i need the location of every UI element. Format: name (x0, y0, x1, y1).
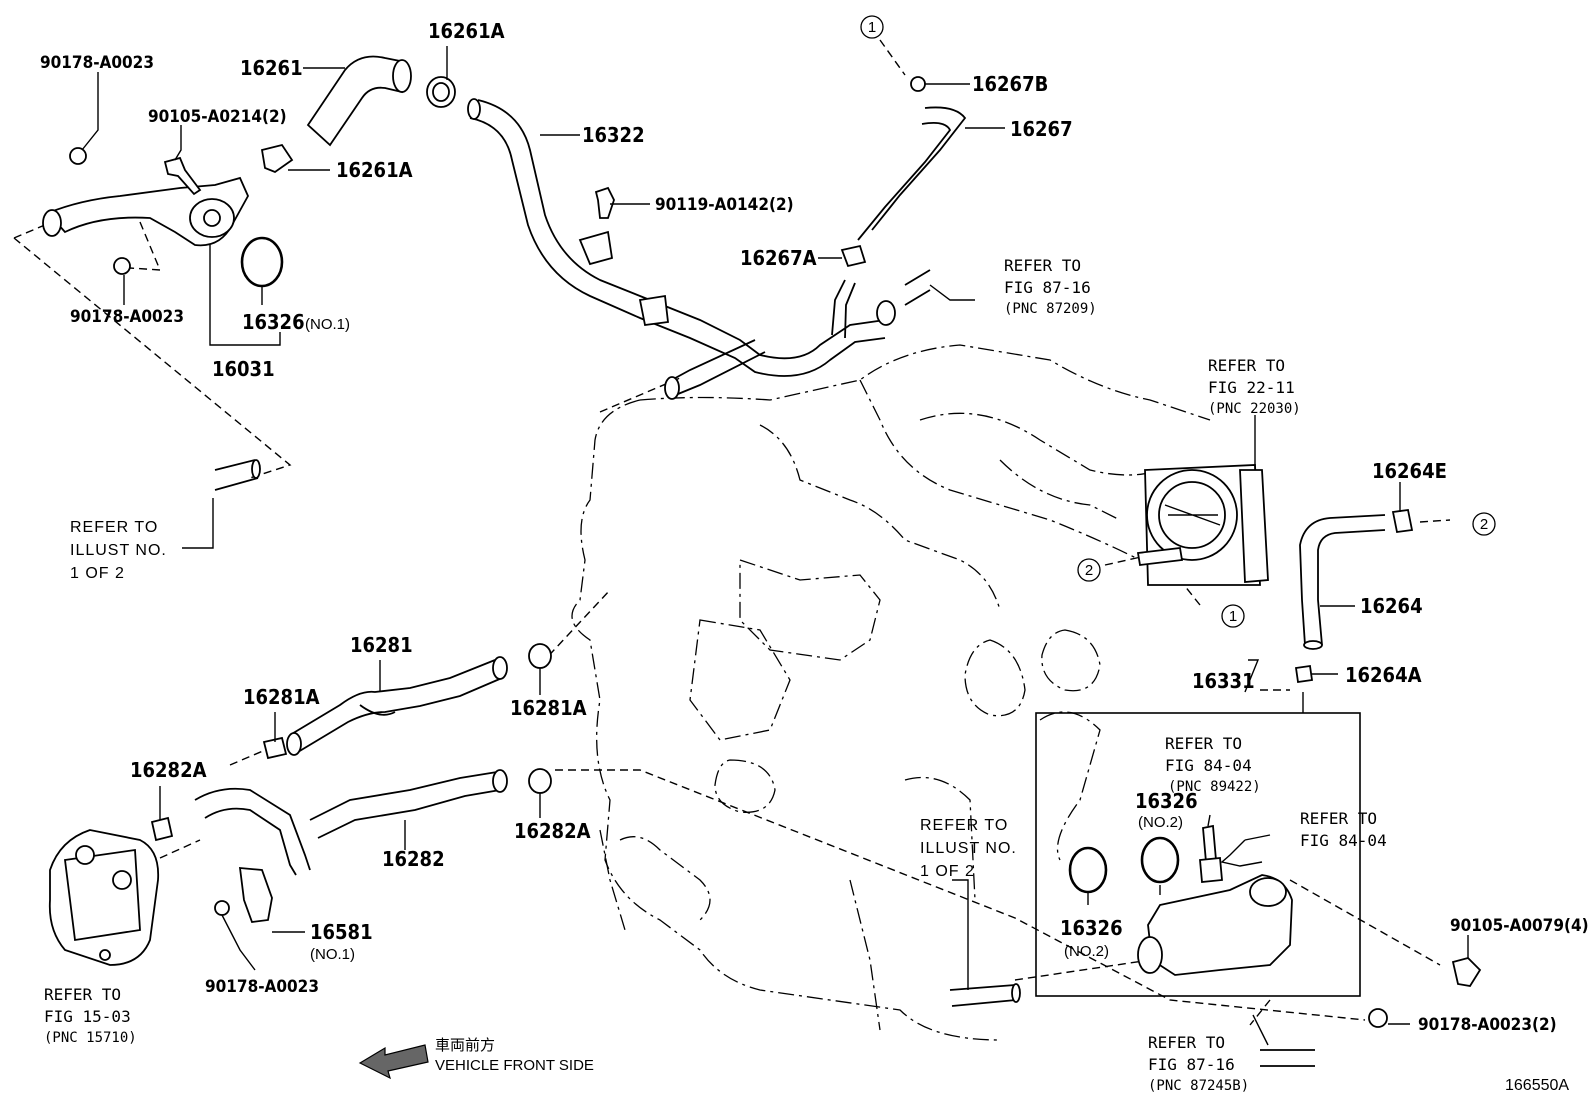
part-labels: 90178-A0023 90105-A0214(2) 16261 16261A … (40, 19, 1589, 1035)
callout-circles: 1 2 1 2 (860, 15, 1496, 628)
nut-90178-a0023-ml (113, 257, 131, 275)
clamp-16264a (1294, 664, 1314, 684)
ref-fig-87-16-b-l1: REFER TO (1148, 1033, 1225, 1052)
front-arrow-icon (358, 1044, 429, 1080)
direction-kanji: 車両前方 (435, 1037, 495, 1054)
callout-2-right: 2 (1480, 516, 1488, 533)
label-16326-no2-a-qty: (NO.2) (1138, 814, 1183, 831)
label-16031: 16031 (212, 357, 275, 381)
direction-text: VEHICLE FRONT SIDE (435, 1057, 594, 1074)
illustration-id: 166550A (1505, 1077, 1569, 1094)
label-16261a-top: 16261A (428, 19, 505, 43)
ref-fig-87-16-a-l2: FIG 87-16 (1004, 278, 1091, 297)
label-16326-no2-b: 16326 (1060, 916, 1123, 940)
ref-fig-84-04-b-l2: FIG 84-04 (1300, 831, 1387, 850)
clamp-16261a-mid (260, 143, 294, 174)
bracket-16581 (238, 867, 273, 923)
label-16282a-r: 16282A (514, 819, 591, 843)
ref-illust-mid-l3: 1 OF 2 (920, 863, 975, 880)
label-16264: 16264 (1360, 594, 1423, 618)
vehicle-front-indicator: 車両前方 VEHICLE FRONT SIDE (358, 1037, 594, 1080)
label-90105-a0214: 90105-A0214(2) (148, 107, 287, 127)
label-16326-no1: 16326 (242, 310, 305, 334)
label-16261a-mid: 16261A (336, 158, 413, 182)
sensor (1202, 824, 1217, 864)
ref-fig-87-16-a-l1: REFER TO (1004, 256, 1081, 275)
label-16267: 16267 (1010, 117, 1073, 141)
ref-fig-87-16-a-l3: (PNC 87209) (1004, 301, 1097, 317)
label-90178-a0023-tl: 90178-A0023 (40, 53, 154, 73)
ref-fig-87-16-b-l3: (PNC 87245B) (1148, 1078, 1249, 1094)
clamp-16281a-l (262, 736, 288, 760)
label-16282: 16282 (382, 847, 445, 871)
label-16281: 16281 (350, 633, 413, 657)
label-90105-a0079: 90105-A0079(4) (1450, 916, 1589, 936)
label-16581: 16581 (310, 920, 373, 944)
callout-2-left: 2 (1085, 562, 1093, 579)
label-16264e: 16264E (1372, 459, 1447, 483)
bolt-90119 (594, 186, 615, 219)
oil-cooler (48, 829, 160, 966)
label-16281a-l: 16281A (243, 685, 320, 709)
label-16264a: 16264A (1345, 663, 1422, 687)
ref-illust-left-l3: 1 OF 2 (70, 565, 125, 582)
label-90178-a0023-2: 90178-A0023(2) (1418, 1015, 1557, 1035)
clamp-16267a (840, 244, 867, 268)
nut-90178-a0023-tl (69, 147, 87, 165)
label-16281a-r: 16281A (510, 696, 587, 720)
ref-fig-15-03-l2: FIG 15-03 (44, 1007, 131, 1026)
nut-90178-a0023-bl (214, 900, 230, 916)
ref-fig-15-03-l1: REFER TO (44, 985, 121, 1004)
reference-notes: REFER TO FIG 87-16 (PNC 87209) REFER TO … (44, 256, 1387, 1094)
label-90178-a0023-bl: 90178-A0023 (205, 977, 319, 997)
label-16326-no2-b-qty: (NO.2) (1064, 943, 1109, 960)
label-16581-qty: (NO.1) (310, 946, 355, 963)
ref-fig-84-04-a-l1: REFER TO (1165, 734, 1242, 753)
ref-fig-84-04-b-l1: REFER TO (1300, 809, 1377, 828)
ref-fig-84-04-a-l2: FIG 84-04 (1165, 756, 1252, 775)
clamp-16282a-l (150, 816, 174, 842)
clamp-16264e (1391, 508, 1414, 534)
ref-illust-left-l2: ILLUST NO. (70, 542, 167, 559)
engine-outline (571, 344, 1211, 1041)
ref-fig-84-04-a-l3: (PNC 89422) (1168, 779, 1261, 795)
gasket-16326-no1 (240, 236, 284, 288)
callout-1-right: 1 (1229, 608, 1237, 625)
ref-illust-mid-l2: ILLUST NO. (920, 840, 1017, 857)
label-90119: 90119-A0142(2) (655, 195, 794, 215)
hose-16281 (289, 659, 496, 736)
ref-fig-22-11-l3: (PNC 22030) (1208, 401, 1301, 417)
label-16331: 16331 (1192, 669, 1255, 693)
ref-fig-87-16-b-l2: FIG 87-16 (1148, 1055, 1235, 1074)
label-16326-no2-a: 16326 (1135, 789, 1198, 813)
hose-16282 (194, 787, 311, 871)
label-16326-no1-qty: (NO.1) (305, 316, 350, 333)
label-16267a: 16267A (740, 246, 817, 270)
hose-16264 (1299, 514, 1386, 646)
hose-16267 (871, 106, 967, 231)
hose-16261 (306, 55, 406, 147)
inset-box (1035, 712, 1361, 997)
label-90178-a0023-ml: 90178-A0023 (70, 307, 184, 327)
bolt-90105-a0214 (163, 156, 202, 196)
bolt-90105-a0079 (1451, 956, 1482, 987)
pipe-16322 (477, 99, 886, 360)
ref-fig-15-03-l3: (PNC 15710) (44, 1030, 137, 1046)
nut-90178-a0023-2 (1368, 1008, 1388, 1028)
ref-illust-mid-l1: REFER TO (920, 817, 1008, 834)
parts-illustrations (42, 55, 1482, 1067)
label-16261: 16261 (240, 56, 303, 80)
clamp-16282a-r (528, 768, 552, 794)
clamp-16281a-r (528, 643, 552, 669)
throttle-body (1136, 464, 1269, 586)
label-16282a-l: 16282A (130, 758, 207, 782)
label-16267b: 16267B (972, 72, 1048, 96)
label-16322: 16322 (582, 123, 645, 147)
ref-fig-22-11-l1: REFER TO (1208, 356, 1285, 375)
callout-1-top: 1 (868, 19, 876, 36)
leader-lines (81, 46, 1469, 1046)
ref-fig-22-11-l2: FIG 22-11 (1208, 378, 1295, 397)
ref-illust-left-l1: REFER TO (70, 519, 158, 536)
